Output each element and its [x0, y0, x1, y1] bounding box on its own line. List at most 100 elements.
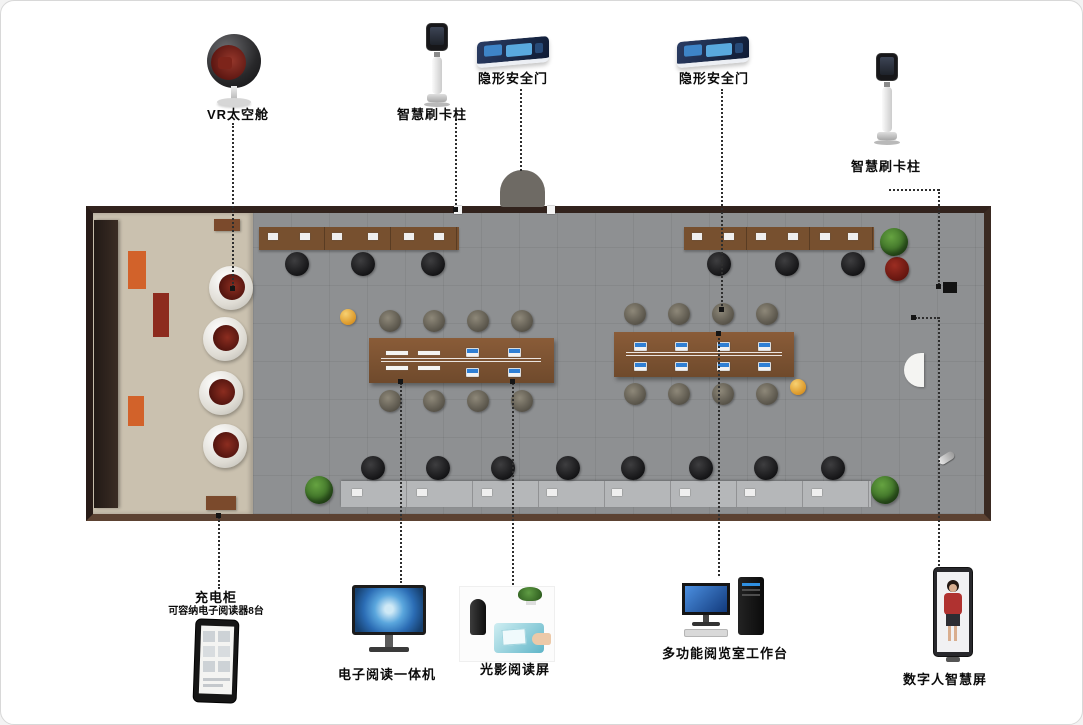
kiosk-neck	[434, 52, 440, 57]
paper-sheet	[418, 351, 440, 355]
table-chair	[511, 390, 533, 412]
door-hinge-left	[454, 206, 462, 214]
table-chair	[379, 310, 401, 332]
kiosk-neck	[884, 82, 890, 87]
ws-tower	[738, 577, 764, 635]
lounge-ball-chair	[199, 371, 243, 415]
desk-device	[612, 489, 622, 496]
desk-chair	[556, 456, 580, 480]
laptop	[634, 362, 647, 371]
table-chair	[668, 303, 690, 325]
potted-plant	[880, 228, 908, 256]
laptop	[466, 348, 479, 357]
ereader-textline	[203, 678, 230, 681]
laptop	[634, 342, 647, 351]
connector-end-digital-human	[911, 315, 916, 320]
desk-chair	[621, 456, 645, 480]
desk-device	[848, 233, 858, 240]
digital-human-floor-unit	[904, 353, 924, 387]
desk-device	[692, 233, 702, 240]
paper-sheet	[386, 351, 408, 355]
desk-chair	[707, 252, 731, 276]
connector-digital-human-h	[915, 317, 939, 319]
desk-device	[300, 233, 310, 240]
ereader-textline	[203, 684, 223, 687]
desk-device	[724, 233, 734, 240]
desk-chair	[361, 456, 385, 480]
desk-device	[434, 233, 444, 240]
connector-end-card-left	[453, 207, 458, 212]
label-security-gate-right: 隐形安全门	[678, 71, 749, 86]
kiosk-pole	[432, 57, 442, 94]
dh-person-jacket	[944, 593, 962, 615]
connector-light-reading-screen	[512, 383, 514, 585]
connector-vr-capsule	[232, 123, 234, 287]
label-vr-capsule: VR太空舱	[206, 107, 270, 122]
paper-sheet	[386, 366, 408, 370]
reading-table-2-cable-tray	[626, 352, 782, 356]
hand	[532, 633, 551, 645]
desk-chair	[821, 456, 845, 480]
shelf-accent-red	[153, 293, 169, 337]
desk-device	[368, 233, 378, 240]
label-card-pillar-right: 智慧刷卡柱	[850, 159, 921, 174]
connector-card-pillar-right-h	[889, 189, 939, 191]
ereader-tile	[218, 646, 230, 657]
table-chair	[511, 310, 533, 332]
desk-device	[404, 233, 414, 240]
kiosk-pole	[882, 87, 892, 132]
paper-sheet	[418, 366, 440, 370]
connector-security-gate-right	[721, 89, 723, 309]
label-reading-all-in-one: 电子阅读一体机	[337, 667, 436, 682]
monitor-stand	[385, 635, 393, 647]
room-walls	[86, 206, 991, 521]
entrance-door-mat	[500, 170, 545, 207]
desk-device	[820, 233, 830, 240]
kiosk-base	[427, 94, 447, 102]
desk-chair	[285, 252, 309, 276]
desk-chair	[689, 456, 713, 480]
workstation-image	[682, 577, 766, 645]
laptop	[508, 368, 521, 377]
monitor-screen	[352, 585, 426, 635]
charging-cabinet-image	[192, 617, 242, 709]
yellow-stool	[340, 309, 356, 325]
table-chair	[624, 303, 646, 325]
lounge-ball-chair	[203, 317, 247, 361]
dh-stand	[946, 657, 960, 662]
ereader-tile	[218, 631, 230, 642]
monitor-base	[369, 647, 409, 652]
bottom-desk-row	[341, 481, 871, 507]
reception-counter	[94, 220, 118, 508]
laptop	[717, 362, 730, 371]
dh-person-skirt	[946, 614, 960, 626]
table-chair	[756, 303, 778, 325]
table-chair	[467, 390, 489, 412]
dh-person-face	[949, 584, 957, 592]
connector-workstation	[718, 334, 720, 576]
laptop	[508, 348, 521, 357]
kiosk-base-plate	[874, 140, 900, 145]
desk-device	[352, 489, 362, 496]
ereader-tile	[203, 661, 215, 672]
potted-plant	[305, 476, 333, 504]
ws-monitor-stand	[703, 615, 709, 622]
desk-chair	[351, 252, 375, 276]
kiosk-screen-display	[880, 57, 894, 75]
dh-person-leg	[948, 626, 951, 641]
desk-device	[482, 489, 492, 496]
ws-monitor-base	[692, 622, 720, 626]
desk-chair	[754, 456, 778, 480]
table-chair	[668, 383, 690, 405]
gate-display-3	[535, 42, 543, 54]
vr-cushion	[218, 57, 232, 69]
connector-end-charging	[216, 513, 221, 518]
table-chair	[756, 383, 778, 405]
light-reading-screen-image	[460, 587, 554, 661]
ws-keyboard	[684, 629, 728, 637]
ereader-tile	[203, 631, 215, 642]
desk-device	[788, 233, 798, 240]
table-chair	[379, 390, 401, 412]
desk-device	[812, 489, 822, 496]
label-charging-cabinet: 充电柜 可容纳电子阅读器8台	[136, 590, 296, 619]
